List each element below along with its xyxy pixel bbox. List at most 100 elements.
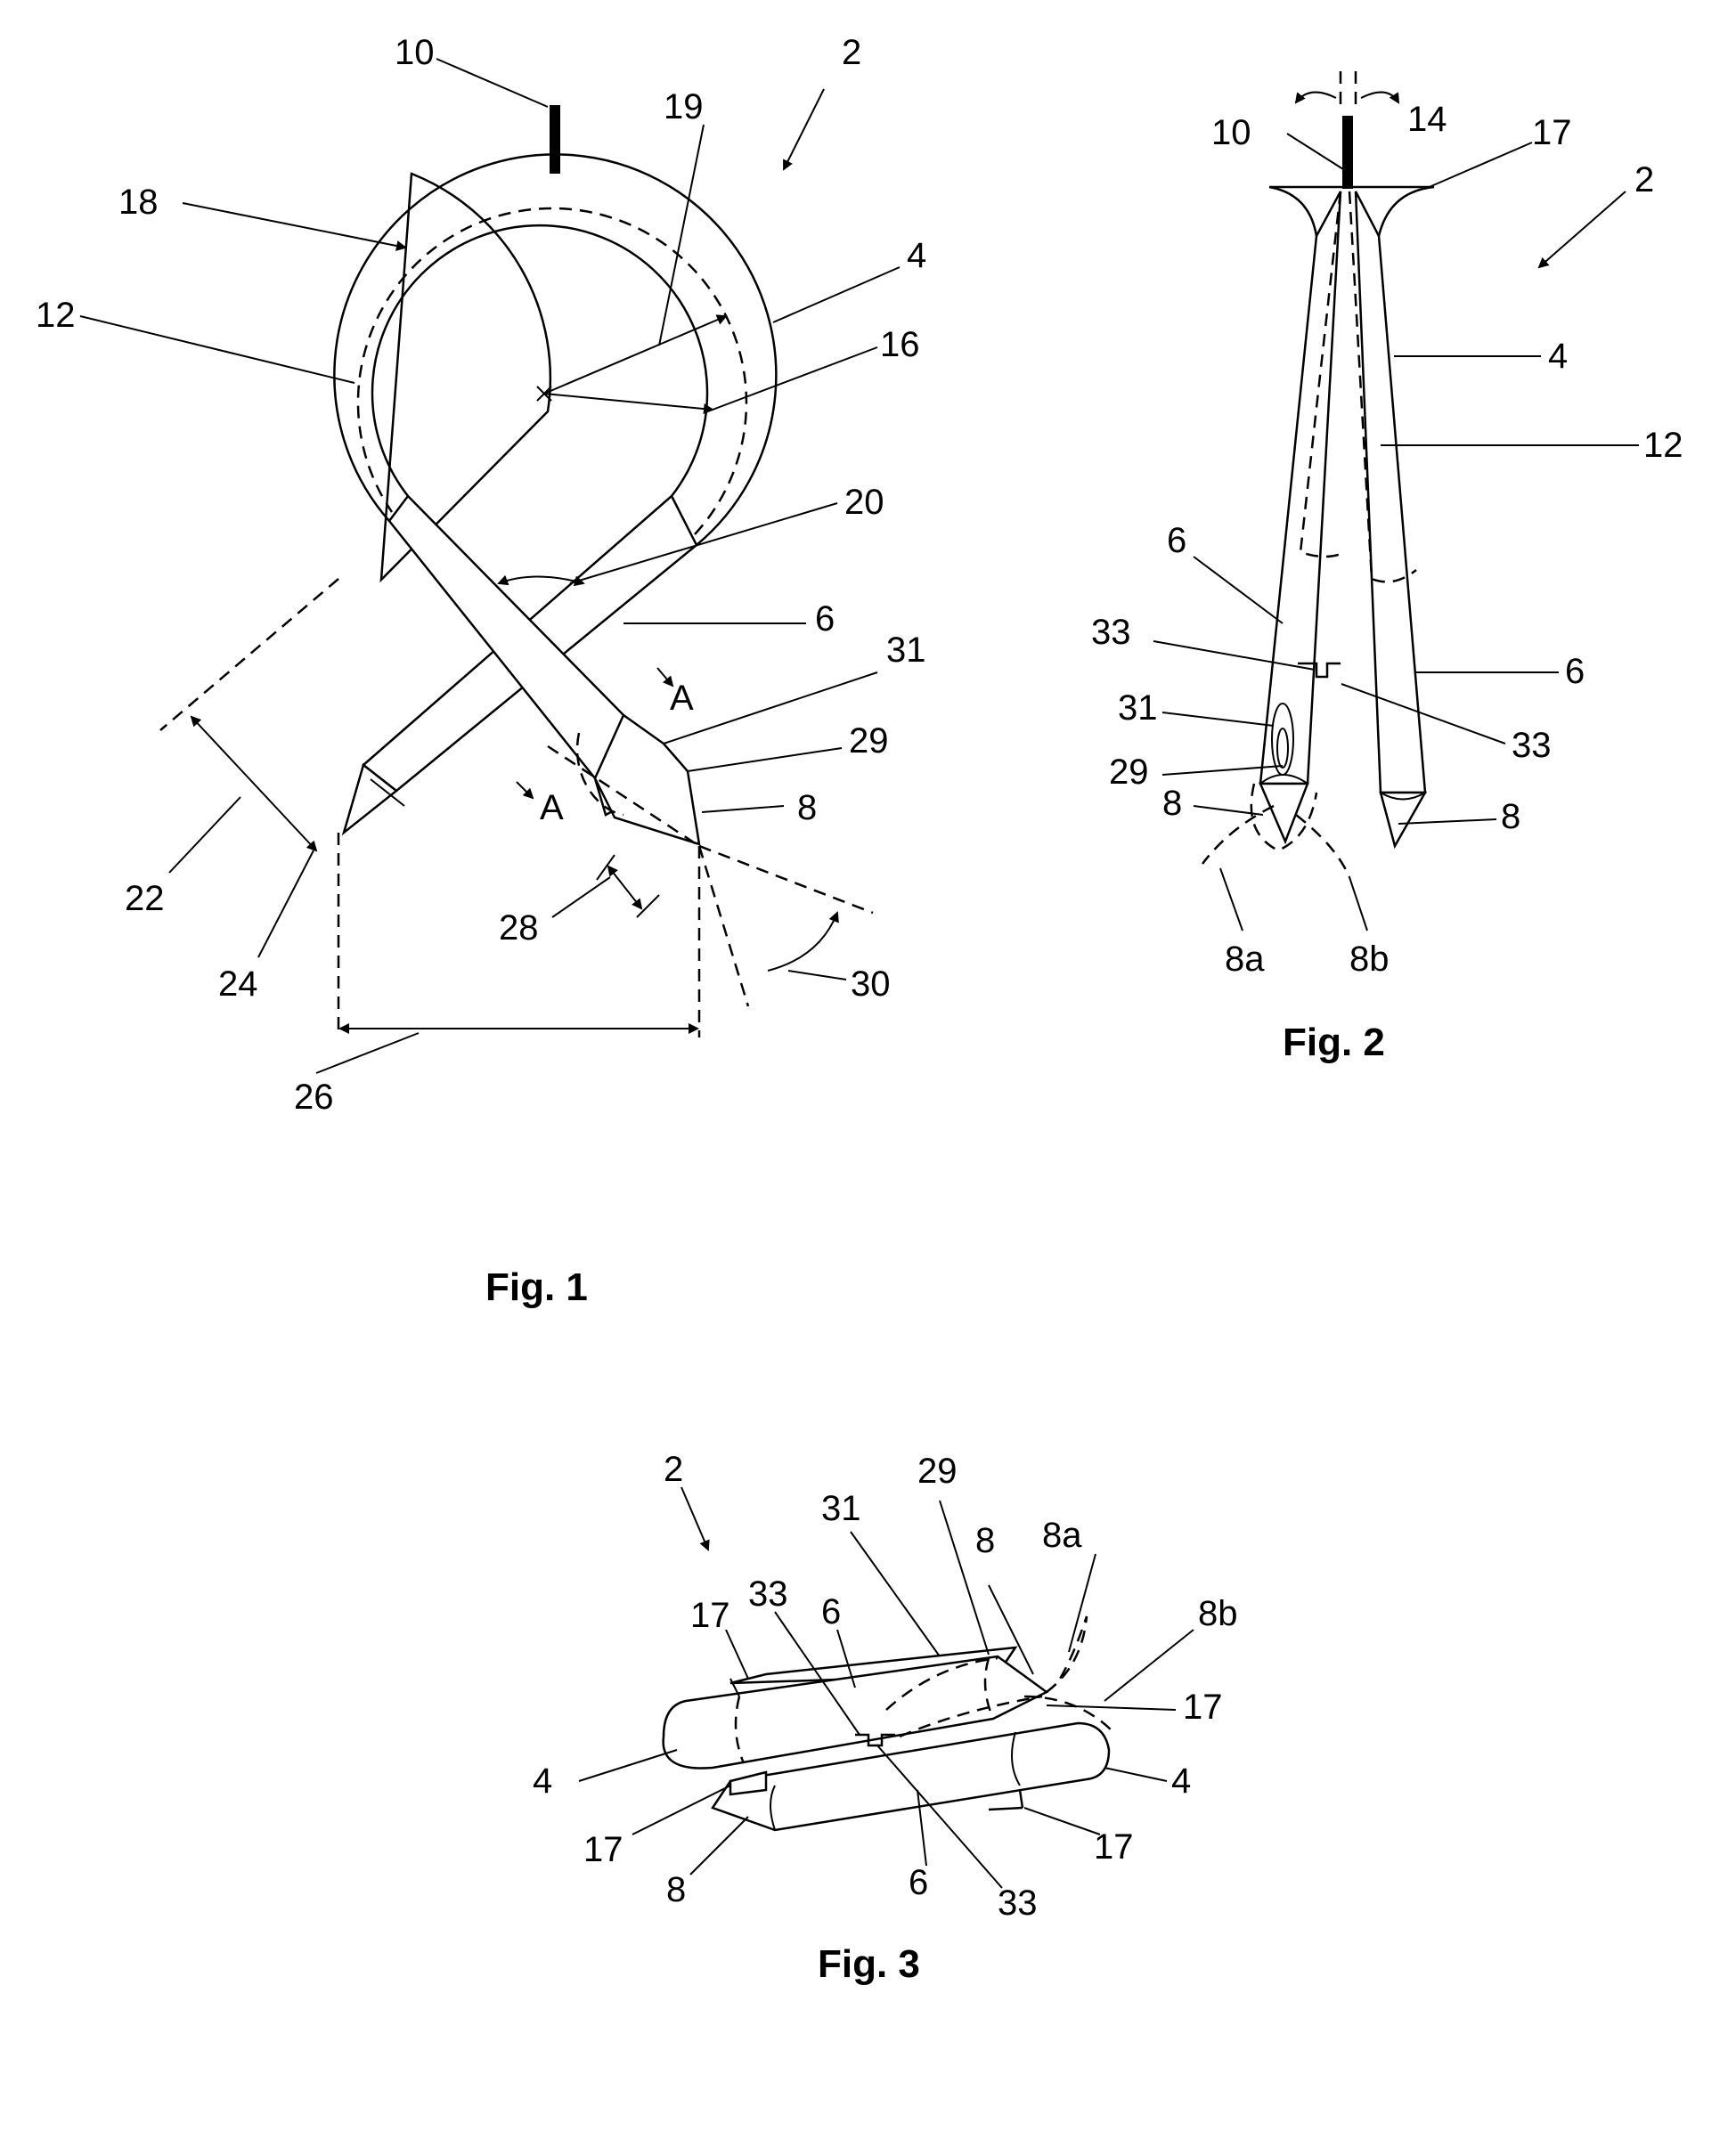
fig3-label-8a: 8a — [1042, 1516, 1082, 1555]
leader-28 — [552, 877, 610, 917]
fig2-caption: Fig. 2 — [1283, 1021, 1385, 1064]
fig1-label-a-top: A — [670, 679, 694, 718]
fig2-label-29: 29 — [1109, 753, 1149, 792]
section-a-bottom-mark — [517, 782, 533, 798]
fig2-label-10: 10 — [1211, 113, 1251, 152]
fig3-leader-8-bottom — [690, 1817, 748, 1875]
fig3-label-29: 29 — [917, 1452, 958, 1491]
fig2-leader-2 — [1539, 191, 1626, 267]
fig2-label-8a: 8a — [1225, 940, 1265, 979]
leader-8 — [702, 806, 784, 812]
fig1-label-26: 26 — [294, 1078, 334, 1117]
fig2-leg-left — [1260, 191, 1341, 784]
construction-line-30a — [699, 846, 873, 913]
fig1-label-2: 2 — [842, 33, 861, 72]
fig3-label-6-top: 6 — [821, 1592, 841, 1631]
fig2-leader-10 — [1287, 134, 1343, 169]
figure-1: 10 2 19 18 4 12 16 20 6 31 A 29 A 8 22 2… — [36, 33, 926, 1309]
fig2-label-6-right: 6 — [1565, 652, 1585, 691]
fig2-tip-right — [1381, 793, 1425, 846]
fig3-label-8-bottom: 8 — [666, 1870, 686, 1909]
fig3-flap-17-bottom-left — [730, 1772, 766, 1794]
fig2-label-4: 4 — [1548, 337, 1568, 376]
leader-24 — [258, 850, 314, 957]
leader-30 — [788, 971, 846, 980]
fig1-label-31: 31 — [886, 631, 926, 670]
fig1-label-30: 30 — [851, 964, 891, 1004]
fig2-label-2: 2 — [1634, 160, 1654, 199]
fig1-label-8: 8 — [797, 788, 817, 827]
fig3-label-8: 8 — [975, 1521, 995, 1560]
leader-31 — [664, 672, 877, 744]
construction-line-22a — [160, 579, 338, 730]
fig2-label-17: 17 — [1532, 113, 1572, 152]
fig2-leader-8b — [1349, 877, 1367, 931]
fig3-label-2: 2 — [664, 1450, 683, 1489]
fig2-leader-8a — [1220, 868, 1243, 931]
fig1-label-22: 22 — [125, 879, 165, 918]
rotation-14-right — [1361, 93, 1398, 102]
leader-19 — [659, 125, 704, 346]
flare-17-left — [1269, 187, 1316, 236]
fig1-label-16: 16 — [880, 325, 920, 364]
fig3-label-33-bottom: 33 — [998, 1883, 1038, 1923]
fig3-caption: Fig. 3 — [818, 1942, 920, 1986]
fig3-label-17-bottom-right: 17 — [1094, 1827, 1134, 1867]
figure-2: 10 14 17 2 4 12 6 33 6 31 33 29 8 8 8a 8… — [1091, 71, 1683, 1064]
fig2-label-8b: 8b — [1349, 940, 1390, 979]
fig3-label-31: 31 — [821, 1489, 861, 1528]
fig2-label-8-left: 8 — [1162, 784, 1182, 823]
fig2-label-8-right: 8 — [1501, 797, 1520, 836]
fig1-label-12: 12 — [36, 296, 76, 335]
fig2-tip-8b — [1296, 815, 1349, 877]
angle-30-arc — [768, 913, 837, 971]
fig1-label-24: 24 — [218, 964, 258, 1004]
leader-20 — [570, 503, 837, 583]
fig1-label-28: 28 — [499, 908, 539, 948]
flare-17-right — [1269, 187, 1434, 236]
figure-3: 2 29 31 8 8a 33 6 17 8b 17 4 4 17 17 8 6… — [533, 1450, 1238, 1986]
leader-12 — [80, 316, 355, 383]
fig1-label-a-bottom: A — [540, 788, 564, 827]
leader-18 — [183, 203, 405, 248]
fig3-tip-8a — [1047, 1616, 1087, 1692]
fig1-label-20: 20 — [844, 483, 884, 522]
fig3-label-17-top-left: 17 — [690, 1596, 730, 1635]
fig2-label-33-right: 33 — [1512, 726, 1552, 765]
construction-line-30b — [699, 846, 748, 1006]
fig2-leader-8-right — [1398, 819, 1496, 824]
fig3-label-17-bottom-left: 17 — [583, 1830, 623, 1869]
fig2-leader-33-right — [1341, 684, 1505, 744]
fig3-label-17-right: 17 — [1183, 1688, 1223, 1727]
leader-22 — [169, 797, 240, 873]
fig1-label-19: 19 — [664, 87, 704, 126]
fig3-leader-8b — [1104, 1630, 1194, 1701]
fig3-leader-17-top-left — [726, 1630, 748, 1679]
fig1-label-6: 6 — [815, 599, 835, 639]
fig3-leader-17-bottom-right — [1024, 1808, 1100, 1835]
leader-10 — [436, 59, 548, 107]
loop-inner-arc — [372, 225, 707, 496]
leader-16 — [713, 347, 877, 410]
loop-center-dashed — [358, 208, 746, 534]
fig3-label-6-bottom: 6 — [909, 1863, 928, 1902]
fig2-label-12: 12 — [1643, 426, 1683, 465]
fig1-label-4: 4 — [907, 236, 926, 275]
fig1-label-29: 29 — [849, 721, 889, 761]
fig3-label-4-right: 4 — [1171, 1761, 1191, 1801]
fig3-leader-17-right — [1047, 1705, 1176, 1710]
rotation-14-left — [1296, 93, 1336, 102]
fig2-label-6-left: 6 — [1167, 521, 1186, 560]
fig3-leader-2 — [681, 1487, 708, 1550]
leader-2 — [784, 89, 824, 169]
leader-26 — [316, 1033, 419, 1073]
fig3-leader-31 — [851, 1532, 940, 1656]
radius-19-arrow — [544, 316, 726, 394]
fig2-leader-6-left — [1194, 557, 1283, 623]
fig3-leader-4-right — [1104, 1768, 1167, 1781]
dimension-28 — [608, 866, 641, 908]
fig2-leader-17 — [1425, 142, 1532, 189]
fig2-label-14: 14 — [1407, 100, 1447, 139]
fig3-leader-4-left — [579, 1750, 677, 1781]
fig2-label-33-left: 33 — [1091, 613, 1131, 652]
